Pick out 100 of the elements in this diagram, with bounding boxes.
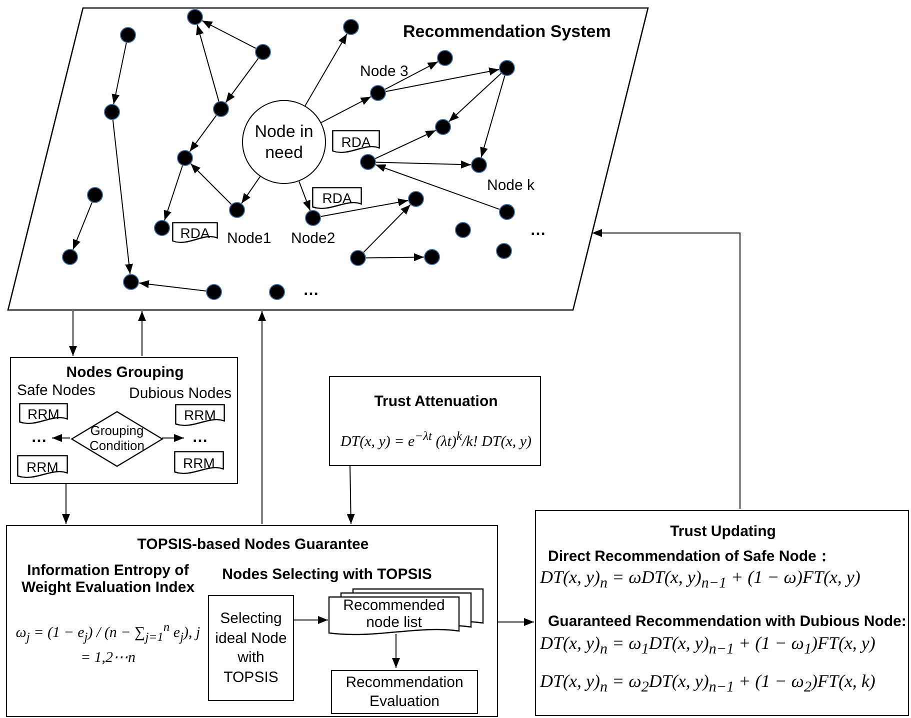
process-box: Selecting ideal Node with TOPSIS [208, 595, 294, 701]
column-heading: Safe Nodes [17, 382, 96, 399]
document-shape: RDA [332, 130, 380, 154]
document-shape: RRM [174, 451, 224, 475]
arrow [448, 72, 502, 122]
network-node-dot [87, 187, 103, 203]
node-circle: Node in need [242, 100, 326, 184]
section-heading: Information Entropy of Weight Evaluation Index [20, 562, 196, 596]
network-node-dot [123, 274, 139, 290]
arrow [138, 310, 146, 356]
system-title: Recommendation System [403, 22, 612, 42]
box-title: Trust Updating [669, 523, 777, 540]
group-title: Nodes Grouping [65, 364, 185, 381]
ellipsis: … [187, 429, 213, 447]
process-box: Recommendation Evaluation [331, 670, 478, 714]
formula: DT(x, y) = e$^{−λt}$ (λt)$^{k}$/k! DT(x, y) [339, 428, 533, 452]
box-title: Trust Attenuation [373, 393, 499, 410]
arrow [162, 434, 184, 442]
arrow [189, 114, 217, 152]
node-label: Node k [487, 177, 535, 194]
network-node-dot [305, 210, 321, 226]
network-node-dot [120, 27, 136, 43]
process-box [535, 510, 909, 716]
arrow [592, 229, 740, 510]
ellipsis: … [530, 222, 546, 240]
network-node-dot [206, 284, 222, 300]
formula: DT(x, y)$_{n}$ = ω$_{1}$DT(x, y)$_{n−1}$ + (1 − ω$_{1}$)FT(x, y) [540, 633, 876, 659]
section-heading: Direct Recommendation of Safe Node： [548, 547, 832, 566]
arrow [72, 202, 92, 250]
arrow [164, 165, 183, 221]
document-shape: RRM [17, 455, 68, 479]
process-box [10, 357, 238, 484]
ellipsis: … [303, 282, 319, 300]
process-box [329, 376, 541, 466]
arrow [69, 310, 77, 356]
section-heading: Nodes Selecting with TOPSIS [221, 566, 433, 583]
arrow [298, 180, 311, 212]
arrow [304, 33, 348, 106]
formula: DT(x, y)$_{n}$ = ωDT(x, y)$_{n−1}$ + (1 − ω)FT(x, y) [540, 567, 862, 593]
network-node-dot [213, 101, 229, 117]
node-label: Node2 [291, 230, 336, 247]
network-node-dot [360, 154, 376, 170]
arrow [385, 68, 500, 92]
arrow [346, 466, 355, 524]
document-shape: RRM [19, 403, 68, 425]
arrow [498, 618, 534, 626]
network-node-dot [370, 85, 386, 101]
arrow [374, 130, 436, 160]
network-node-dot [187, 9, 203, 25]
box-title: TOPSIS-based Nodes Guarantee [136, 536, 370, 553]
arrow [480, 75, 506, 158]
network-node-dot [229, 202, 245, 218]
parallelogram-frame [8, 8, 649, 311]
network-node-dot [408, 191, 424, 207]
arrow [225, 58, 259, 104]
arrow [112, 119, 133, 275]
arrow [376, 160, 472, 168]
network-node-dot [496, 243, 512, 259]
arrow [258, 310, 266, 524]
arrow [392, 634, 400, 668]
network-node-dot [104, 104, 120, 120]
formula: DT(x, y)$_{n}$ = ω$_{2}$DT(x, y)$_{n−1}$ + (1 − ω$_{2}$)FT(x, k) [540, 671, 876, 697]
column-heading: Dubious Nodes [129, 385, 233, 402]
decision-diamond: Grouping Condition [71, 411, 163, 467]
arrow [320, 198, 409, 218]
network-node-dot [471, 157, 487, 173]
network-node-dot [62, 249, 78, 265]
arrow [375, 164, 500, 210]
arrow [320, 96, 372, 124]
node-label: Node1 [227, 230, 272, 247]
arrow [190, 163, 232, 205]
arrow [366, 253, 424, 262]
arrow [241, 176, 261, 204]
document-shape: RDA [172, 222, 218, 244]
network-node-dot [435, 119, 451, 135]
network-node-dot [255, 44, 271, 60]
network-node-dot [424, 249, 440, 265]
document-shape: RDA [312, 187, 362, 210]
arrow [384, 61, 438, 90]
arrow [196, 24, 220, 102]
ellipsis: … [27, 429, 51, 447]
network-node-dot [350, 250, 366, 266]
arrow [138, 280, 207, 292]
arrow [202, 20, 256, 49]
arrow [112, 42, 127, 105]
formula: ω$_{j}$ = (1 − e$_{j}$) / (n − ∑$_{j=1}$$^{n}$ e$_{j}$), j = 1,2⋯n [14, 619, 202, 668]
network-node-dot [437, 50, 453, 66]
section-heading: Guaranteed Recommendation with Dubious Node: [548, 613, 908, 630]
network-node-dot [154, 220, 170, 236]
arrow [52, 434, 70, 442]
process-box [6, 525, 498, 717]
node-label: Node 3 [360, 63, 408, 80]
network-node-dot [499, 204, 515, 220]
arrow [62, 484, 70, 524]
document-shape: RRM [175, 404, 225, 427]
network-node-dot [177, 150, 193, 166]
arrow [292, 616, 328, 624]
network-node-dot [455, 222, 471, 238]
arrow [363, 204, 411, 253]
network-node-dot [269, 284, 285, 300]
